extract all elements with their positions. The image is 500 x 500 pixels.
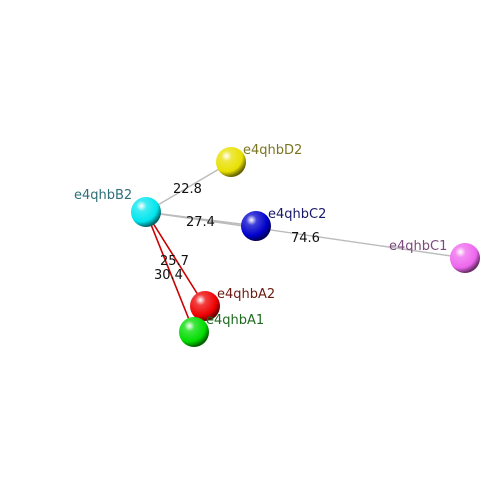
node-label-d2: e4qhbD2	[243, 143, 302, 158]
node-a2	[190, 291, 220, 321]
nodes-layer	[131, 147, 480, 347]
node-label-c2: e4qhbC2	[268, 207, 326, 222]
node-label-a1: e4qhbA1	[206, 313, 264, 328]
node-d2	[216, 147, 246, 177]
node-b2	[131, 197, 161, 227]
node-a1	[179, 317, 209, 347]
edge-b2-c1	[145, 211, 466, 259]
node-label-b2: e4qhbB2	[74, 188, 132, 203]
edge-label-b2-a2: 25.7	[160, 254, 189, 269]
node-c1	[450, 243, 480, 273]
edge-label-b2-a1: 30.4	[154, 268, 183, 283]
labels-layer: 22.8 27.4 74.6 25.730.4 e4qhbB2 e4qhbD2 e4qhbC…	[74, 143, 447, 328]
edge-label-b2-c2: 27.4	[186, 215, 215, 230]
node-label-a2: e4qhbA2	[217, 287, 275, 302]
edges-layer	[145, 161, 466, 333]
node-label-c1: e4qhbC1	[389, 239, 447, 254]
edge-label-b2-d2: 22.8	[173, 182, 202, 197]
edge-b2-a1	[145, 211, 195, 333]
edge-b2-d2	[145, 161, 232, 213]
node-c2	[241, 211, 271, 241]
edge-b2-a2	[145, 211, 206, 307]
edge-label-b2-c1: 74.6	[291, 231, 320, 246]
